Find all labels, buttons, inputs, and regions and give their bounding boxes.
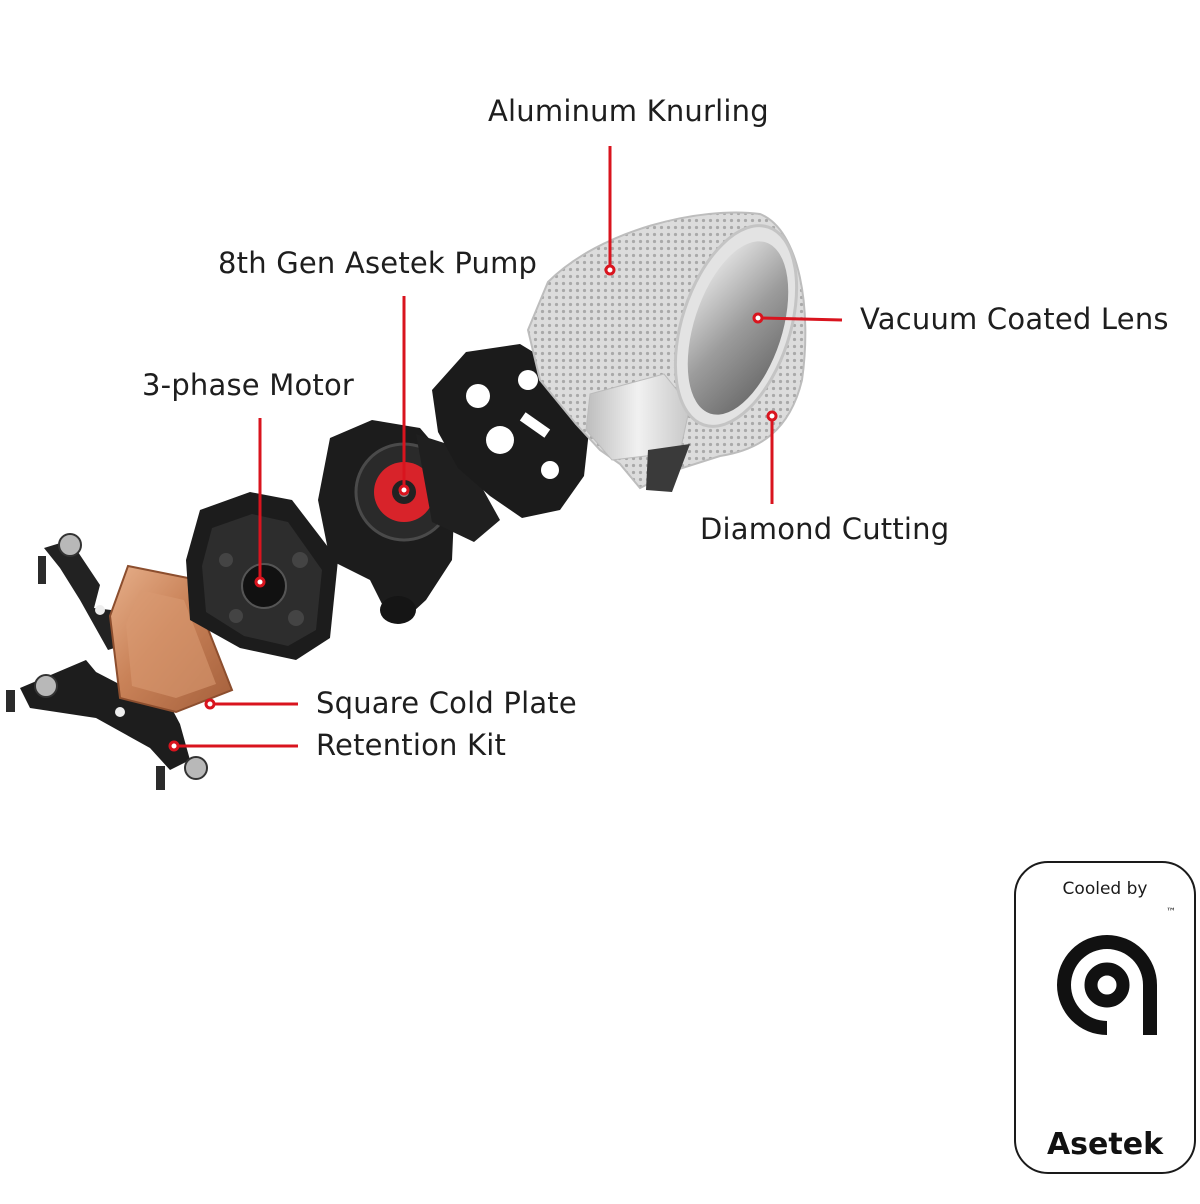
- dot-pump: [398, 484, 410, 496]
- label-lens: Vacuum Coated Lens: [860, 302, 1169, 336]
- label-pump: 8th Gen Asetek Pump: [218, 246, 538, 280]
- dot-motor: [254, 576, 266, 588]
- leader-dots: [168, 264, 778, 752]
- label-retention-kit: Retention Kit: [316, 728, 507, 762]
- label-aluminum-knurling: Aluminum Knurling: [488, 94, 769, 128]
- label-diamond-cutting: Diamond Cutting: [700, 512, 950, 546]
- dot-retention: [168, 740, 180, 752]
- dot-lens: [752, 312, 764, 324]
- label-cold-plate: Square Cold Plate: [316, 686, 577, 720]
- aluminum-cap-art: [526, 211, 807, 492]
- label-motor: 3-phase Motor: [142, 368, 355, 402]
- asetek-a-icon: [1057, 935, 1157, 1035]
- badge-trademark: ™: [1166, 907, 1176, 918]
- square-cold-plate-art: [108, 564, 234, 714]
- asetek-badge: Cooled by ™ Asetek: [1014, 861, 1196, 1174]
- retention-bracket-lower: [6, 660, 208, 790]
- motor-housing-art: [186, 492, 338, 660]
- dot-cold-plate: [204, 698, 216, 710]
- dot-diamond: [766, 410, 778, 422]
- badge-cooled-by: Cooled by: [1062, 879, 1148, 899]
- leader-lens: [759, 316, 843, 322]
- leader-lines: [176, 146, 843, 748]
- dot-knurling: [604, 264, 616, 276]
- badge-brand: Asetek: [1046, 1127, 1164, 1162]
